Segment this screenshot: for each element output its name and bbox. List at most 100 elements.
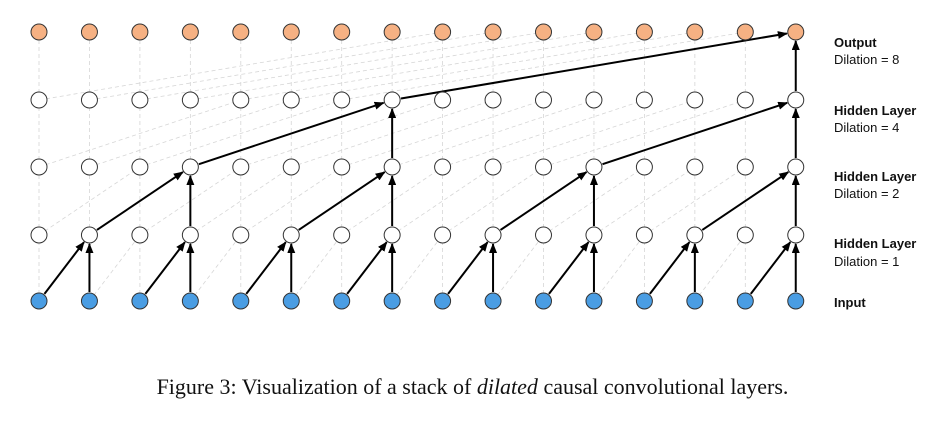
output-node (585, 23, 603, 41)
output-node (282, 23, 300, 41)
hidden2-node (535, 158, 552, 176)
hidden1-node (131, 226, 149, 244)
faint-connections (38, 31, 797, 302)
faint-connection (442, 99, 645, 168)
faint-connection (139, 31, 544, 101)
connection-arrow (346, 241, 388, 295)
connection-arrow (298, 171, 386, 231)
faint-connection (341, 166, 443, 236)
input-node (333, 292, 351, 310)
hidden1-node (333, 226, 351, 244)
connection-arrow (602, 101, 789, 166)
output-node (635, 23, 653, 41)
layer-label-hidden-1: Hidden Layer Dilation = 1 (834, 236, 916, 269)
hidden2-node (585, 158, 603, 176)
input-node (686, 292, 704, 310)
layer-subtitle: Dilation = 4 (834, 120, 899, 135)
hidden2-node (282, 158, 300, 176)
hidden4-node (535, 91, 552, 109)
output-node (535, 23, 552, 41)
layer-subtitle: Dilation = 2 (834, 186, 899, 201)
hidden4-node (232, 91, 250, 109)
connection-arrow (749, 241, 792, 295)
layer-label-output: Output Dilation = 8 (834, 35, 899, 67)
faint-connection (593, 234, 645, 302)
hidden4-node (585, 91, 603, 109)
hidden2-node (181, 158, 199, 176)
hidden1-node (686, 226, 704, 244)
hidden2-node (383, 158, 401, 176)
connection-arrow (245, 241, 287, 295)
input-node (181, 292, 199, 310)
input-node (383, 292, 401, 310)
hidden4-node (181, 91, 199, 109)
faint-connection (240, 99, 443, 168)
faint-connection (341, 99, 544, 168)
input-node (484, 292, 502, 310)
hidden2-node (736, 158, 754, 176)
input-node (232, 292, 250, 310)
hidden1-node (30, 226, 48, 244)
faint-connection (240, 166, 342, 236)
faint-connection (290, 234, 343, 302)
layer-subtitle: Dilation = 8 (834, 52, 899, 67)
input-node (434, 292, 452, 310)
faint-connection (391, 166, 494, 236)
hidden4-node (30, 91, 48, 109)
faint-connection (190, 31, 595, 101)
caption-suffix: causal convolutional layers. (543, 374, 789, 399)
connection-arrow (548, 241, 590, 295)
hidden1-node (434, 226, 452, 244)
hidden2-node (80, 158, 98, 176)
faint-connection (89, 99, 292, 168)
layer-subtitle: Dilation = 1 (834, 254, 899, 269)
connection-arrow (400, 31, 788, 100)
faint-connection (38, 99, 241, 168)
hidden2-node (232, 158, 250, 176)
output-node (383, 23, 401, 41)
faint-connection (392, 99, 595, 168)
hidden1-node (181, 226, 199, 244)
faint-connection (543, 99, 746, 168)
input-node (282, 292, 300, 310)
hidden1-node (535, 226, 552, 244)
connection-arrow (96, 171, 184, 231)
hidden1-node (383, 226, 401, 244)
layer-title: Hidden Layer (834, 169, 916, 184)
output-node (30, 23, 48, 41)
hidden4-node (80, 91, 98, 109)
caption-prefix: Figure 3: Visualization of a stack of (156, 374, 472, 399)
hidden4-node (383, 91, 401, 109)
connection-arrow (499, 171, 588, 231)
input-node (80, 292, 98, 310)
faint-connection (38, 166, 141, 236)
output-node (232, 23, 250, 41)
connection-arrow (43, 241, 85, 295)
hidden1-node (484, 226, 502, 244)
hidden4-node (484, 91, 502, 109)
layer-title: Hidden Layer (834, 236, 916, 251)
nodes (30, 23, 805, 310)
connection-arrow (447, 241, 489, 295)
faint-connection (543, 166, 645, 236)
input-node (635, 292, 653, 310)
faint-connection (644, 166, 746, 236)
connection-arrow (198, 101, 385, 166)
connection-arrow (701, 171, 790, 231)
hidden1-node (232, 226, 250, 244)
figure-caption: Figure 3: Visualization of a stack of di… (0, 374, 945, 400)
dilated-conv-diagram: Output Dilation = 8 Hidden Layer Dilatio… (30, 23, 916, 310)
layer-title: Hidden Layer (834, 103, 916, 118)
faint-connection (391, 234, 443, 302)
input-node (736, 292, 754, 310)
output-node (686, 23, 704, 41)
output-node (736, 23, 754, 41)
input-node (787, 292, 805, 310)
hidden2-node (635, 158, 653, 176)
connection-arrow (649, 241, 691, 295)
hidden4-node (635, 91, 653, 109)
faint-connection (593, 166, 696, 236)
hidden4-node (787, 91, 805, 109)
hidden2-node (787, 158, 805, 176)
faint-connection (291, 31, 695, 101)
